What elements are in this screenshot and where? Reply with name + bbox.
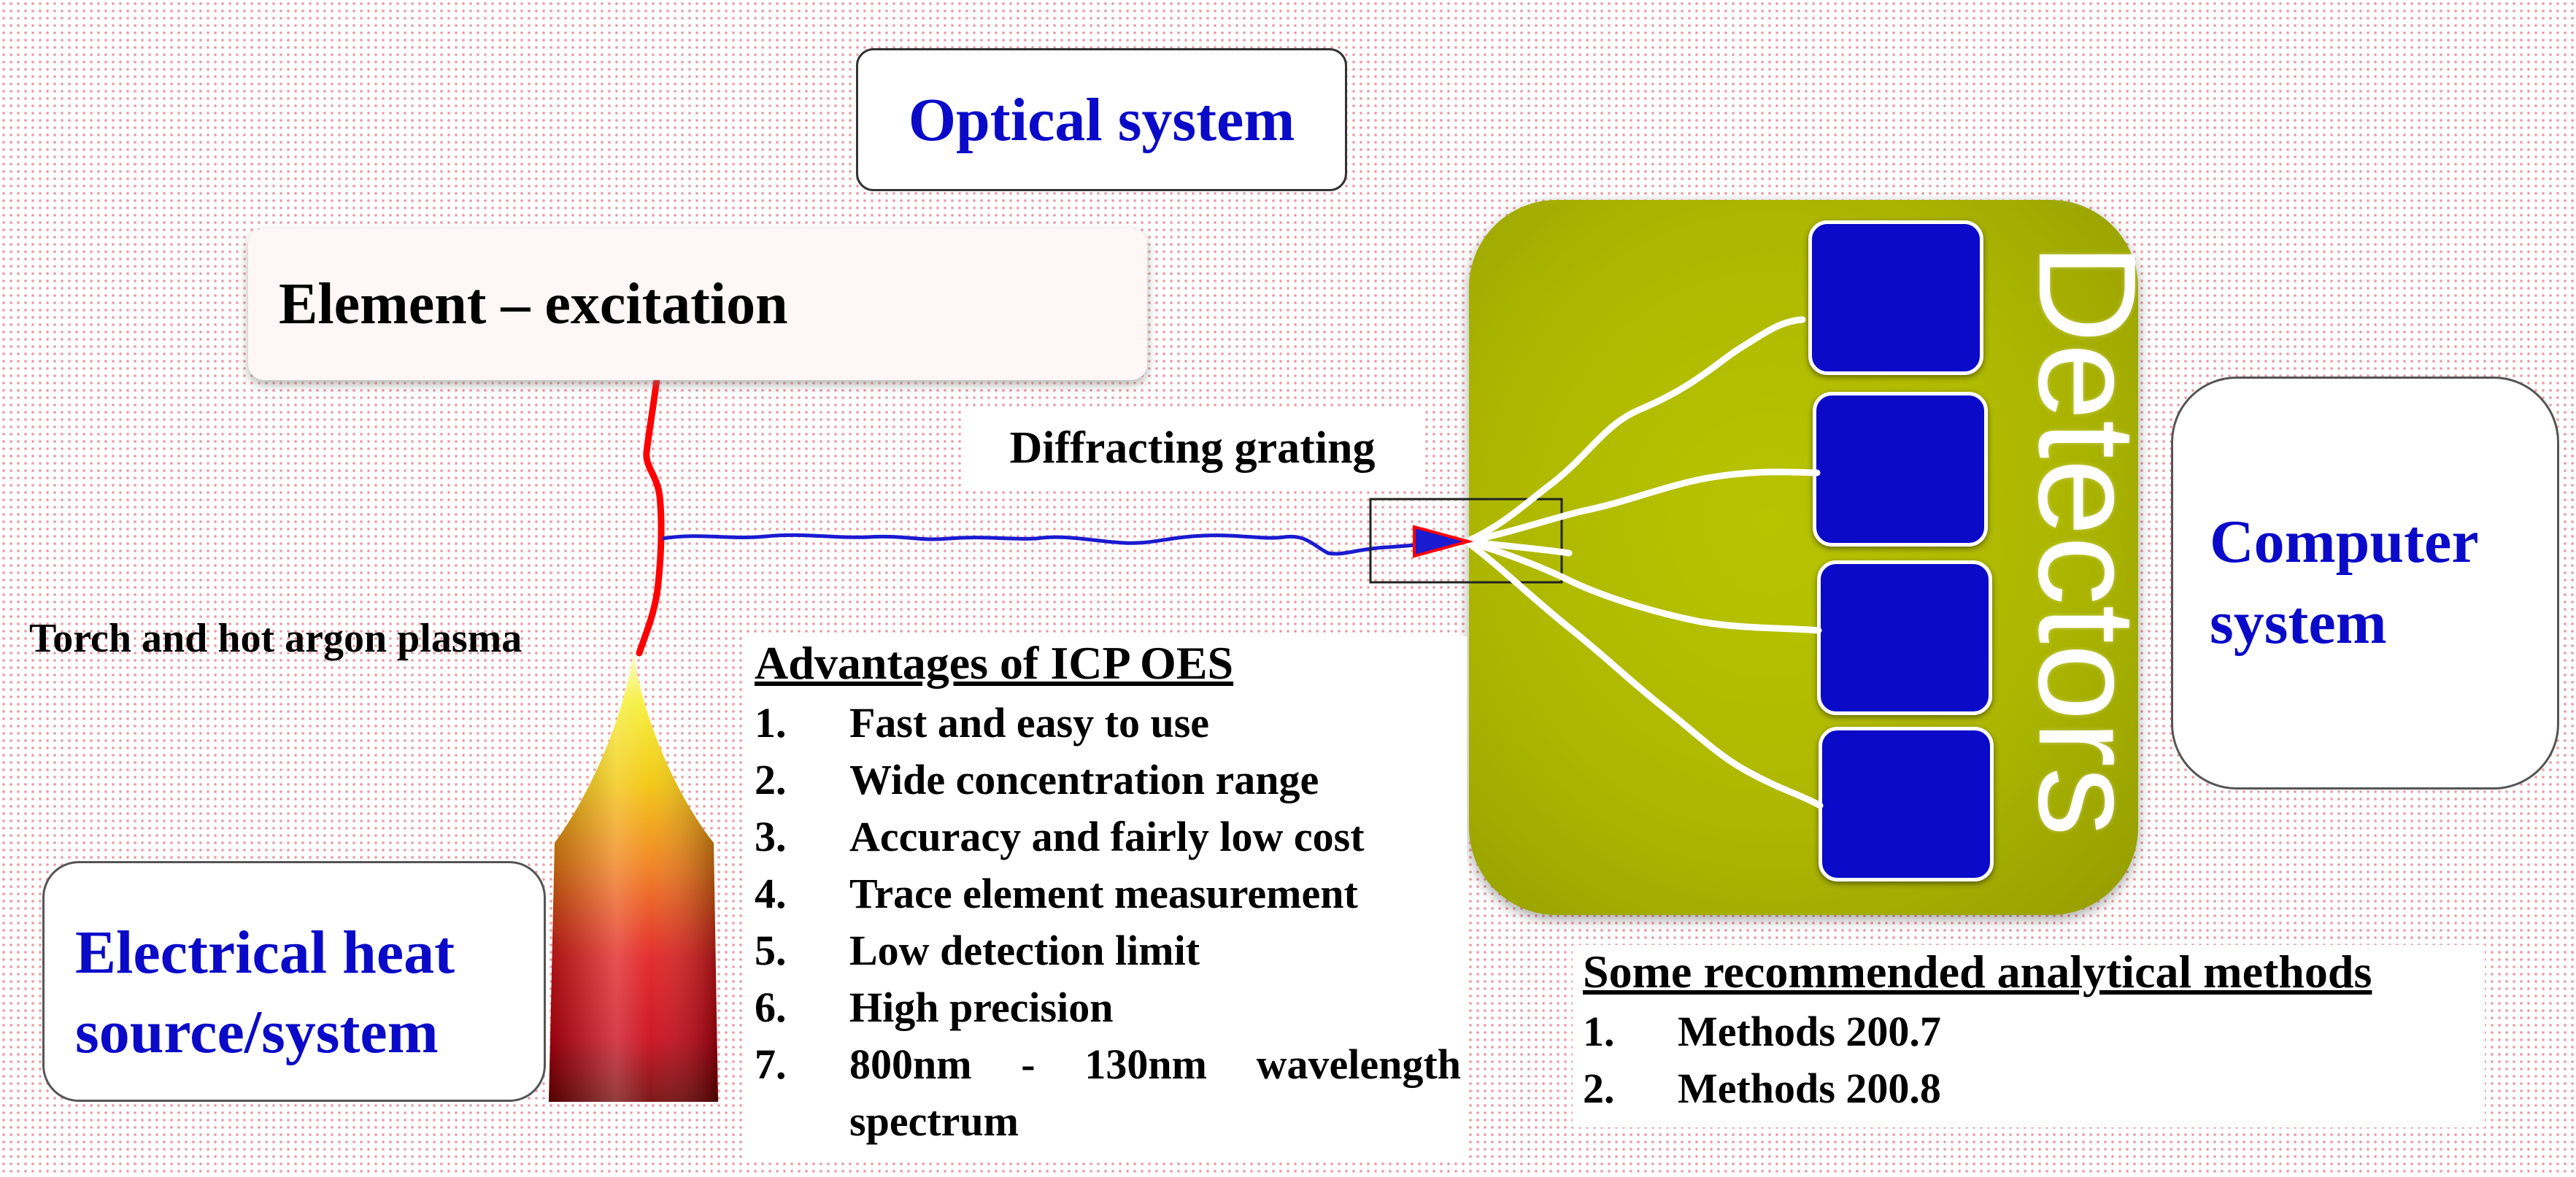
detector-block	[1813, 392, 1988, 547]
list-item: 7. 800nm - 130nm wavelength spectrum	[744, 1036, 1467, 1150]
torch-label: Torch and hot argon plasma	[29, 606, 628, 671]
list-item: 1. Methods 200.7	[1573, 1003, 2485, 1060]
item-text: Methods 200.7	[1678, 1008, 1941, 1055]
item-number: 2.	[1583, 1065, 1615, 1112]
item-number: 1.	[1583, 1008, 1615, 1055]
element-excitation-text: Element – excitation	[279, 271, 788, 336]
dispersed-ray	[1463, 538, 1824, 809]
item-text: Methods 200.8	[1678, 1065, 1941, 1112]
item-number: 5.	[755, 927, 787, 974]
item-text: Low detection limit	[849, 927, 1200, 974]
item-number: 7.	[755, 1041, 787, 1088]
item-number: 2.	[755, 756, 787, 803]
diffracting-grating-label: Diffracting grating	[962, 409, 1423, 487]
element-excitation-label: Element – excitation	[248, 228, 1147, 380]
dispersed-ray	[1463, 468, 1821, 545]
grating-arrow-icon	[1413, 525, 1474, 558]
item-number: 4.	[755, 870, 787, 917]
optical-system-label: Optical system	[856, 48, 1347, 191]
emission-line	[636, 376, 665, 657]
plasma-flame-icon	[549, 646, 718, 1102]
item-text: 800nm - 130nm wavelength spectrum	[849, 1041, 1461, 1145]
detector-block	[1817, 560, 1992, 715]
dispersed-ray	[1463, 538, 1573, 557]
item-text: Accuracy and fairly low cost	[849, 813, 1365, 860]
methods-list: Some recommended analytical methods 1. Me…	[1573, 945, 2485, 1127]
light-beam-line	[662, 533, 1446, 556]
electrical-source-label: Electrical heat source/system	[42, 861, 546, 1102]
methods-title: Some recommended analytical methods	[1583, 946, 2372, 997]
advantages-list: Advantages of ICP OES 1. Fast and easy to…	[744, 636, 1467, 1160]
computer-system-text: Computer system	[2210, 508, 2478, 657]
item-text: High precision	[849, 984, 1114, 1031]
advantages-title: Advantages of ICP OES	[755, 637, 1234, 689]
item-text: Fast and easy to use	[849, 699, 1210, 746]
list-item: 4. Trace element measurement	[744, 865, 1467, 922]
grating-frame	[1369, 498, 1563, 584]
detectors-label: Detectors	[2010, 243, 2164, 837]
dispersed-ray	[1463, 316, 1806, 545]
diffracting-grating-text: Diffracting grating	[1009, 422, 1376, 473]
list-item: 5. Low detection limit	[744, 922, 1467, 979]
list-item: 6. High precision	[744, 979, 1467, 1036]
list-item: 3. Accuracy and fairly low cost	[744, 809, 1467, 865]
item-text: Wide concentration range	[849, 756, 1319, 803]
list-item: 2. Wide concentration range	[744, 752, 1467, 809]
detector-block	[1808, 220, 1983, 375]
list-item: 1. Fast and easy to use	[744, 695, 1467, 752]
optical-system-text: Optical system	[908, 85, 1295, 154]
item-number: 1.	[755, 699, 787, 746]
list-item: 2. Methods 200.8	[1573, 1060, 2485, 1117]
dispersed-ray	[1463, 538, 1822, 634]
computer-system-label: Computer system	[2171, 377, 2559, 790]
flame-shading	[549, 646, 718, 1102]
item-text: Trace element measurement	[849, 870, 1358, 917]
item-number: 6.	[755, 984, 787, 1031]
electrical-source-text: Electrical heat source/system	[75, 919, 455, 1067]
item-number: 3.	[755, 813, 787, 860]
torch-text: Torch and hot argon plasma	[29, 616, 522, 661]
